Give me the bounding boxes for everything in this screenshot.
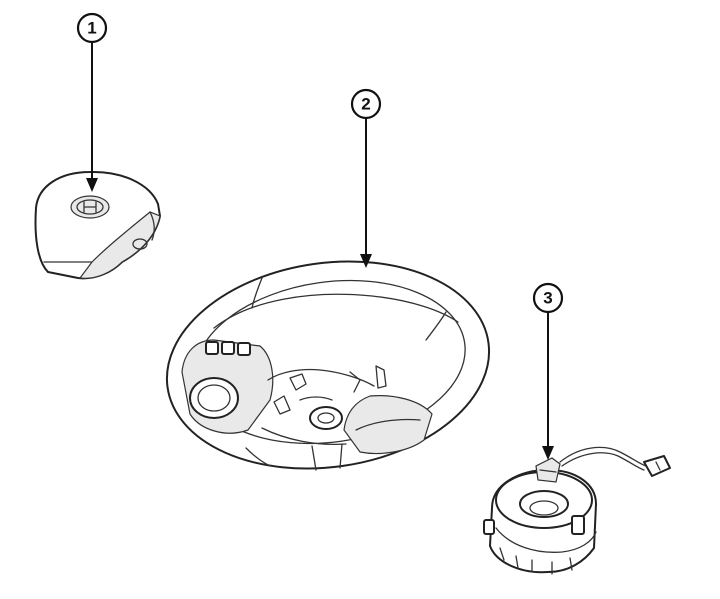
arrowhead-1 [86, 178, 98, 192]
clock-spring-icon [483, 446, 671, 575]
callout-circle-2 [350, 88, 382, 120]
arrowhead-3 [542, 446, 554, 460]
callout-circle-3 [532, 282, 564, 314]
brand-emblem-icon [70, 195, 110, 219]
callout-2: 2 [350, 88, 382, 268]
callout-circle-1 [76, 12, 108, 44]
driver-airbag-module-icon [34, 170, 161, 280]
callout-1: 1 [76, 12, 108, 192]
callout-3: 3 [532, 282, 564, 460]
callout-label-3: 3 [543, 289, 552, 308]
callout-label-2: 2 [361, 95, 370, 114]
arrowhead-2 [360, 254, 372, 268]
callout-label-1: 1 [87, 19, 96, 38]
steering-wheel-icon [165, 260, 491, 471]
